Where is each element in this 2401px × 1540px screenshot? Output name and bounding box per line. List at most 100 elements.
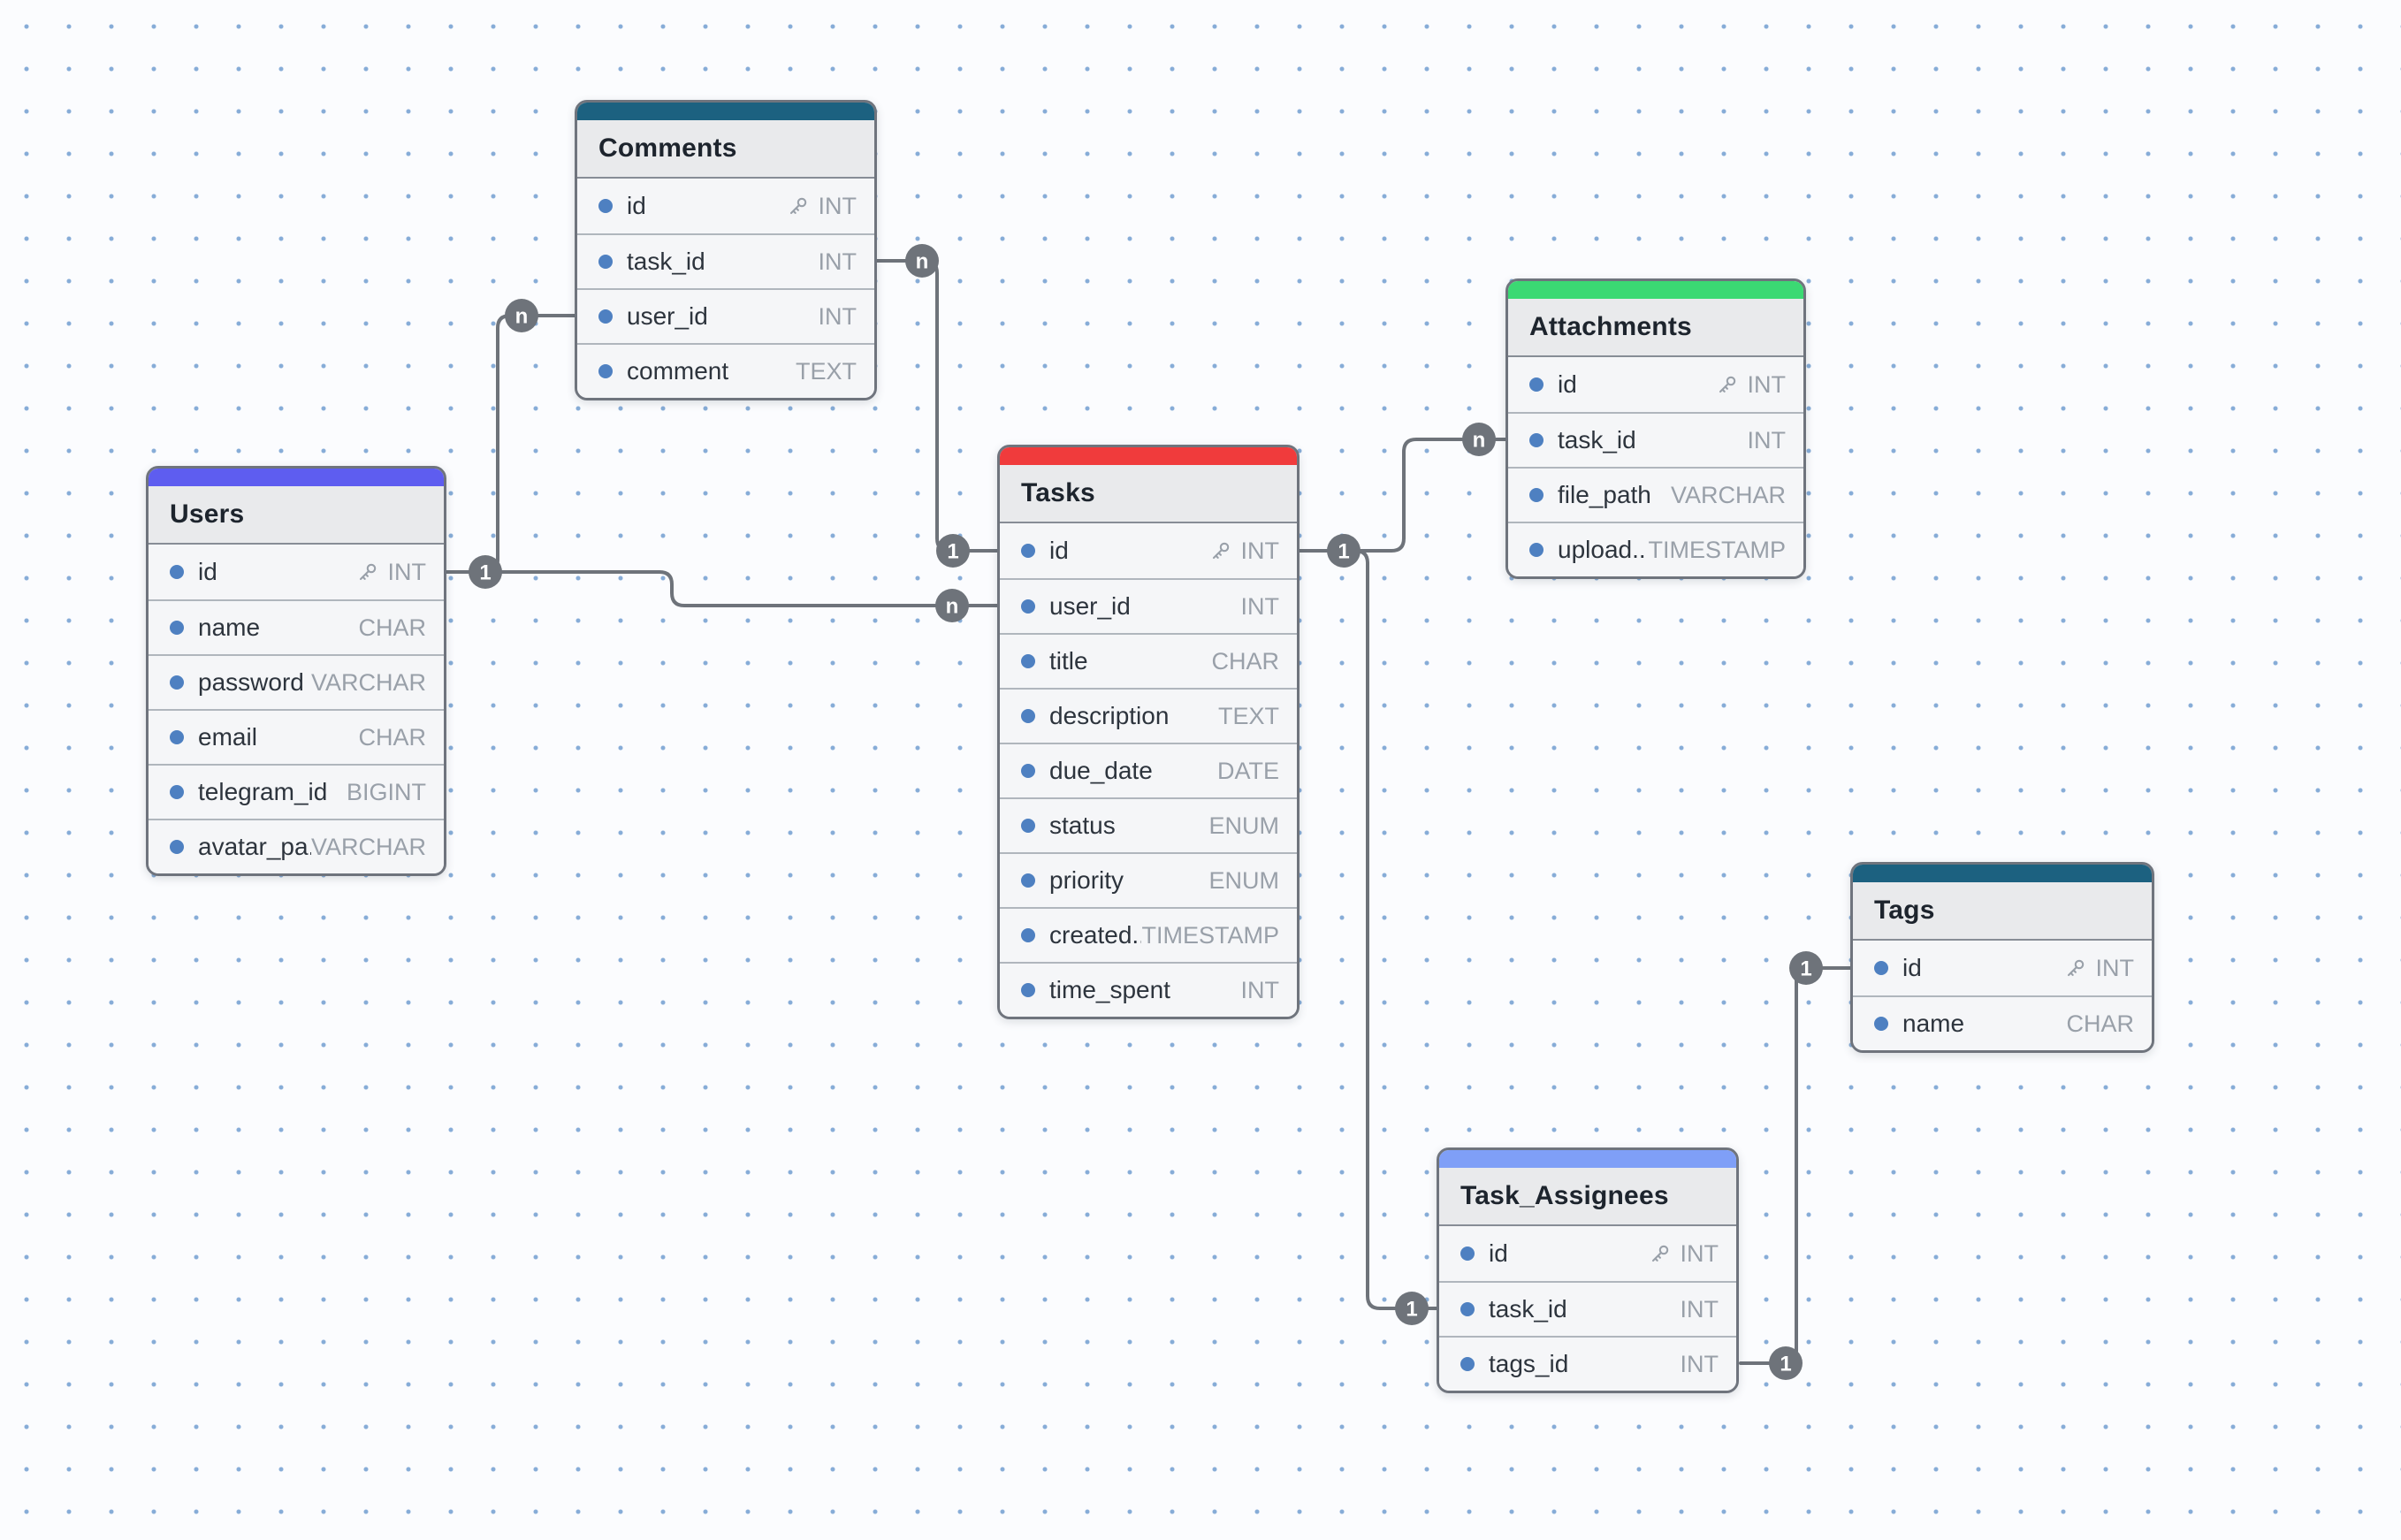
field-type: INT (1748, 427, 1787, 454)
table-header[interactable]: Task_Assignees (1439, 1168, 1736, 1226)
cardinality-badge: 1 (936, 534, 970, 568)
field-type: TIMESTAMP (1648, 537, 1786, 564)
field-type-label: INT (1747, 370, 1787, 398)
cardinality-badge: 1 (1769, 1346, 1803, 1380)
table-header[interactable]: Tags (1853, 882, 2152, 941)
field-type: INT (819, 248, 858, 276)
field-name: user_id (627, 302, 708, 330)
field-name: file_path (1558, 481, 1651, 508)
field-type: VARCHAR (311, 834, 426, 861)
field-type: INT (1681, 1351, 1719, 1378)
table-color-bar (149, 469, 444, 486)
field-type: INT (1241, 977, 1280, 1004)
field-dot-icon (1021, 819, 1035, 833)
field-name: due_date (1049, 757, 1153, 784)
table-title: Task_Assignees (1460, 1181, 1669, 1210)
table-header[interactable]: Attachments (1508, 299, 1803, 357)
field-name: id (1049, 537, 1069, 564)
field-name: id (627, 192, 646, 219)
field-name: name (1902, 1010, 1965, 1037)
field-row-avatar_pa...[interactable]: avatar_pa...VARCHAR (149, 819, 444, 873)
field-row-name[interactable]: name CHAR (1853, 995, 2152, 1050)
relationship-users-id-to-tasks-user_id[interactable] (441, 570, 1001, 607)
field-dot-icon (1021, 928, 1035, 942)
field-type: VARCHAR (311, 669, 426, 697)
field-type: INT (786, 193, 857, 220)
field-name: id (1558, 370, 1577, 398)
field-dot-icon (1529, 488, 1544, 502)
field-type: TEXT (1218, 703, 1279, 730)
field-name: telegram_id (198, 778, 328, 805)
field-type: CHAR (358, 724, 426, 751)
field-row-tags_id[interactable]: tags_id INT (1439, 1336, 1736, 1391)
field-dot-icon (1021, 764, 1035, 778)
field-row-created...[interactable]: created...TIMESTAMP (1000, 907, 1297, 962)
field-dot-icon (170, 840, 184, 854)
field-row-upload...[interactable]: upload...TIMESTAMP (1508, 522, 1803, 576)
field-type: CHAR (2066, 1010, 2134, 1038)
cardinality-badge: n (905, 244, 939, 278)
table-title: Comments (598, 133, 737, 163)
field-name: created... (1049, 921, 1141, 949)
cardinality-badge-circle (905, 244, 939, 278)
field-type-label: DATE (1216, 757, 1279, 784)
field-type: INT (1241, 593, 1280, 621)
field-dot-icon (598, 309, 613, 324)
field-type-label: INT (1680, 1295, 1719, 1323)
field-dot-icon (1874, 1017, 1888, 1031)
field-type-label: VARCHAR (310, 833, 426, 860)
table-header[interactable]: Comments (577, 120, 874, 179)
field-type: INT (1648, 1240, 1719, 1268)
relationship-tasks-id-to-attachments-task_id[interactable] (1296, 438, 1509, 553)
field-type-label: TIMESTAMP (1648, 536, 1786, 563)
cardinality-badge-circle (1395, 1292, 1429, 1325)
field-dot-icon (1874, 961, 1888, 975)
cardinality-badge-label: 1 (1800, 957, 1811, 981)
cardinality-badge: 1 (1327, 534, 1361, 568)
field-dot-icon (1460, 1246, 1475, 1261)
table-color-bar (1000, 447, 1297, 465)
cardinality-badge-circle (935, 589, 969, 622)
field-row-id[interactable]: id INT (1508, 357, 1803, 412)
table-title: Users (170, 499, 245, 529)
field-row-description[interactable]: description TEXT (1000, 688, 1297, 743)
field-name: tags_id (1489, 1350, 1569, 1377)
field-row-due_date[interactable]: due_date DATE (1000, 743, 1297, 797)
cardinality-badge: n (505, 299, 538, 332)
field-row-id[interactable]: id INT (577, 179, 874, 233)
table-color-bar (1439, 1150, 1736, 1168)
table-header[interactable]: Tasks (1000, 465, 1297, 523)
field-dot-icon (1021, 544, 1035, 558)
table-header[interactable]: Users (149, 486, 444, 545)
field-name: description (1049, 702, 1170, 729)
field-type-label: ENUM (1208, 812, 1280, 839)
field-dot-icon (170, 675, 184, 690)
field-dot-icon (170, 621, 184, 635)
